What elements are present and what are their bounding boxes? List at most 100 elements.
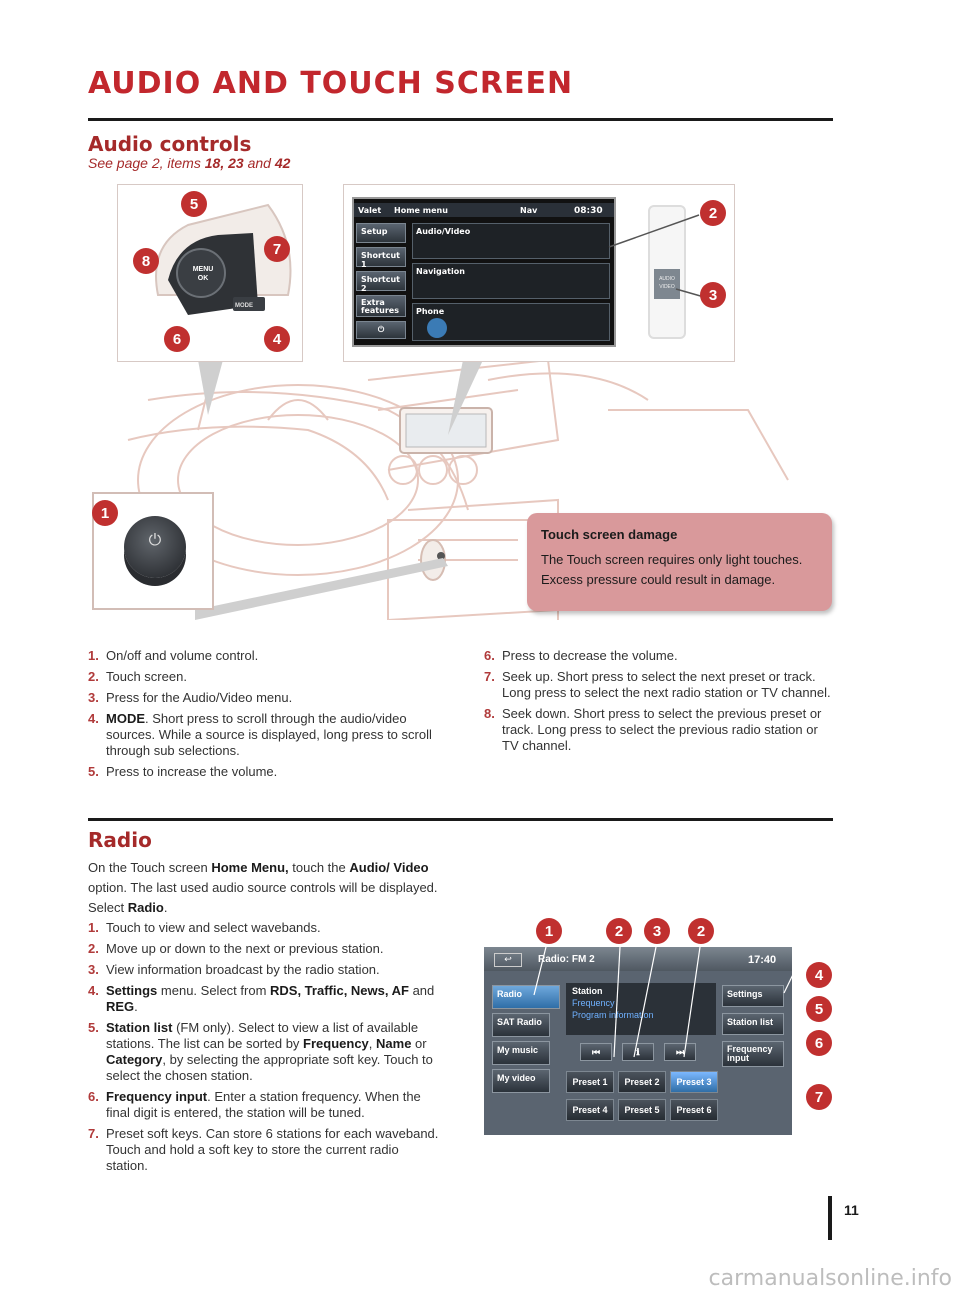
list-item: 6.Frequency input. Enter a station frequ… <box>88 1089 421 1120</box>
radio-callout-6: 6 <box>806 1030 832 1056</box>
list-item: 8.Seek down. Short press to select the p… <box>484 706 822 753</box>
callout-5: 5 <box>181 191 207 217</box>
info-icon: ℹ <box>636 1047 640 1057</box>
list-item: 2.Move up or down to the next or previou… <box>88 941 384 956</box>
home-screen: Valet Home menu Nav 08:30 Setup Shortcut… <box>352 197 616 347</box>
extra-features-button[interactable]: Extra features <box>356 295 406 317</box>
frequency-input-button[interactable]: Frequency input <box>722 1041 784 1067</box>
callout-8: 8 <box>133 248 159 274</box>
home-menu-label: Home menu <box>394 206 448 215</box>
preset-1-button[interactable]: Preset 1 <box>566 1071 614 1093</box>
radio-callout-4: 4 <box>806 962 832 988</box>
page-number-bar <box>828 1196 832 1240</box>
radio-intro: On the Touch screen Home Menu, touch the… <box>88 860 438 915</box>
preset-5-button[interactable]: Preset 5 <box>618 1099 666 1121</box>
phone-tile[interactable]: Phone <box>412 303 610 341</box>
radio-button[interactable]: Radio <box>492 985 560 1009</box>
list-item: 1.Touch to view and select wavebands. <box>88 920 321 935</box>
callout-4: 4 <box>264 326 290 352</box>
audio-video-tile[interactable]: Audio/Video <box>412 223 610 259</box>
radio-callout-1: 1 <box>536 918 562 944</box>
audio-items-left: 1.On/off and volume control. 2.Touch scr… <box>88 648 438 785</box>
radio-rule <box>88 818 833 821</box>
radio-header-bar <box>484 947 792 971</box>
radio-header: Radio: FM 2 <box>538 954 595 965</box>
list-item: 3.View information broadcast by the radi… <box>88 962 380 977</box>
program-info-label: Program information <box>572 1010 654 1020</box>
steering-controls-image <box>155 203 292 315</box>
power-icon: ⏻ <box>377 325 385 334</box>
my-music-button[interactable]: My music <box>492 1041 550 1065</box>
navigation-tile-label: Navigation <box>416 267 465 276</box>
list-item: 4.MODE. Short press to scroll through th… <box>88 711 432 758</box>
power-knob-icon: ⏻ <box>148 532 162 549</box>
settings-button[interactable]: Settings <box>722 985 784 1007</box>
list-item: 7.Preset soft keys. Can store 6 stations… <box>88 1126 439 1173</box>
power-button[interactable]: ⏻ <box>356 321 406 339</box>
back-icon: ↩ <box>504 954 512 964</box>
callout-3: 3 <box>700 282 726 308</box>
frequency-label: Frequency <box>572 998 615 1008</box>
warning-body: The Touch screen requires only light tou… <box>541 552 803 587</box>
radio-items: 1.Touch to view and select wavebands. 2.… <box>88 920 440 1179</box>
navigation-tile[interactable]: Navigation <box>412 263 610 299</box>
title-rule <box>88 118 833 121</box>
radio-callout-5: 5 <box>806 996 832 1022</box>
list-item: 5.Station list (FM only). Select to view… <box>88 1020 433 1083</box>
list-item: 4.Settings menu. Select from RDS, Traffi… <box>88 983 435 1014</box>
station-label: Station <box>572 986 603 996</box>
globe-icon <box>427 318 447 338</box>
menu-label: MENU <box>192 266 214 273</box>
watermark: carmanualsonline.info <box>708 1266 952 1291</box>
valet-label[interactable]: Valet <box>358 206 382 215</box>
shortcut-1-button[interactable]: Shortcut 1 <box>356 247 406 269</box>
ok-label: OK <box>197 275 209 282</box>
radio-callout-2: 2 <box>606 918 632 944</box>
preset-6-button[interactable]: Preset 6 <box>670 1099 718 1121</box>
preset-2-button[interactable]: Preset 2 <box>618 1071 666 1093</box>
list-item: 5.Press to increase the volume. <box>88 764 278 779</box>
radio-callout-2b: 2 <box>688 918 714 944</box>
radio-title: Radio <box>88 828 152 852</box>
station-list-button[interactable]: Station list <box>722 1013 784 1035</box>
list-item: 1.On/off and volume control. <box>88 648 259 663</box>
audio-controls-subtitle: See page 2, items 18, 23 and 42 <box>88 155 291 171</box>
touch-screen-panel: Valet Home menu Nav 08:30 Setup Shortcut… <box>343 184 735 362</box>
power-knob: ⏻ <box>124 516 186 578</box>
callout-6: 6 <box>164 326 190 352</box>
phone-tile-label: Phone <box>416 307 445 316</box>
touch-screen-warning: Touch screen damage The Touch screen req… <box>527 513 832 611</box>
home-time: 08:30 <box>574 206 603 216</box>
radio-time: 17:40 <box>748 954 777 966</box>
info-button[interactable]: ℹ <box>622 1043 654 1061</box>
seek-up-icon: ⏭ <box>675 1047 685 1057</box>
audio-video-button[interactable]: AUDIO VIDEO <box>654 269 680 299</box>
shortcut-2-button[interactable]: Shortcut 2 <box>356 271 406 293</box>
sat-radio-button[interactable]: SAT Radio <box>492 1013 550 1037</box>
list-item: 2.Touch screen. <box>88 669 187 684</box>
list-item: 3.Press for the Audio/Video menu. <box>88 690 293 705</box>
audio-items-right: 6.Press to decrease the volume. 7.Seek u… <box>484 648 832 759</box>
back-button[interactable]: ↩ <box>494 953 522 967</box>
callout-7: 7 <box>264 236 290 262</box>
audio-video-tile-label: Audio/Video <box>416 227 471 236</box>
warning-title: Touch screen damage <box>541 527 678 542</box>
my-video-button[interactable]: My video <box>492 1069 550 1093</box>
radio-callout-7: 7 <box>806 1084 832 1110</box>
bezel: AUDIO VIDEO <box>648 205 686 339</box>
preset-4-button[interactable]: Preset 4 <box>566 1099 614 1121</box>
dashboard-illustration <box>127 358 789 620</box>
mode-label: MODE <box>235 303 253 309</box>
home-screen-header <box>354 203 614 217</box>
seek-down-button[interactable]: ⏮ <box>580 1043 612 1061</box>
setup-button[interactable]: Setup <box>356 223 406 243</box>
list-item: 7.Seek up. Short press to select the nex… <box>484 669 831 700</box>
radio-callout-3: 3 <box>644 918 670 944</box>
callout-1: 1 <box>92 500 118 526</box>
preset-3-button[interactable]: Preset 3 <box>670 1071 718 1093</box>
page-number: 11 <box>844 1202 859 1218</box>
seek-up-button[interactable]: ⏭ <box>664 1043 696 1061</box>
audio-controls-title: Audio controls <box>88 132 252 156</box>
nav-label[interactable]: Nav <box>520 206 538 215</box>
radio-screen: ↩ Radio: FM 2 17:40 Radio SAT Radio My m… <box>484 947 792 1135</box>
